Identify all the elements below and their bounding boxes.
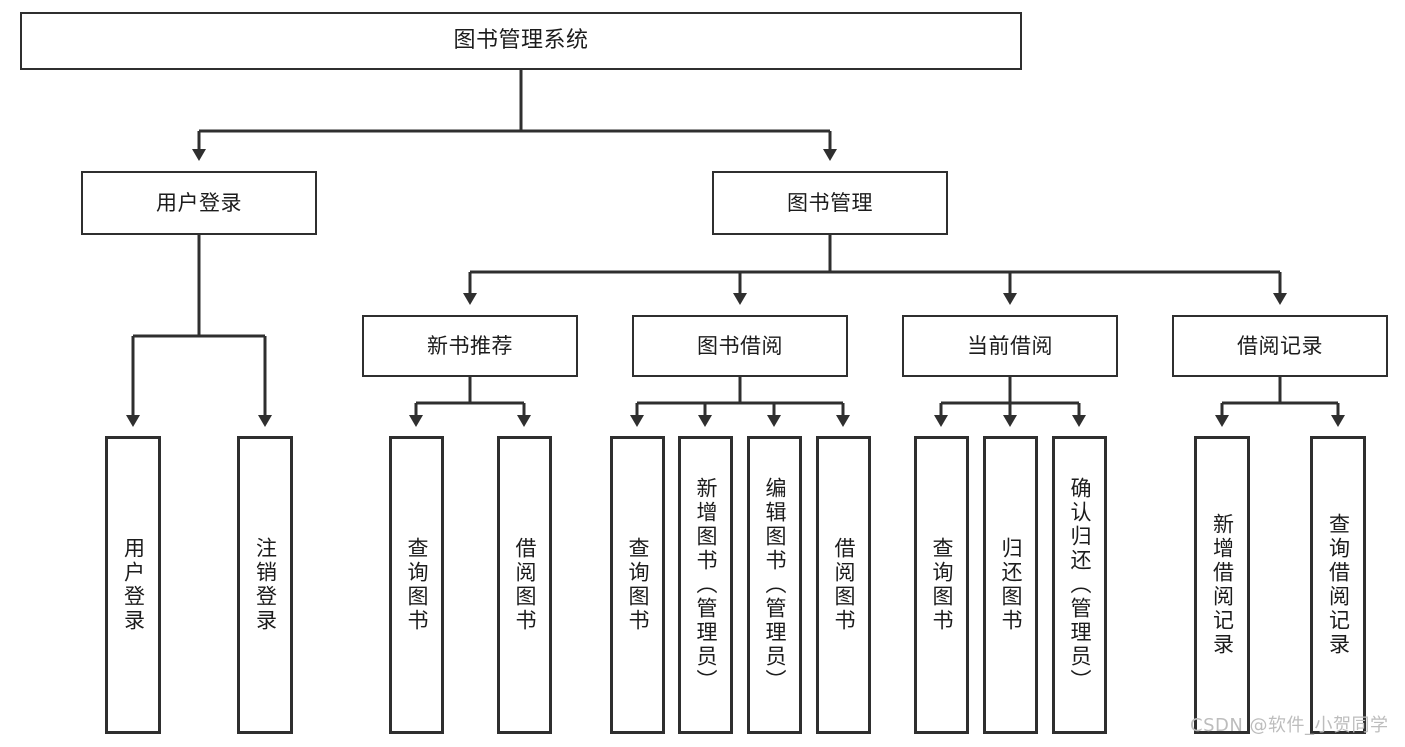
leaf-new-book-1[interactable]: 借阅图书 xyxy=(497,436,552,734)
leaf-current-borrow-1[interactable]: 归还图书 xyxy=(983,436,1038,734)
node-label: 借阅记录 xyxy=(1237,333,1323,358)
node-new-book-recommend[interactable]: 新书推荐 xyxy=(362,315,578,377)
node-book-borrow[interactable]: 图书借阅 xyxy=(632,315,848,377)
node-label: 新增图书（管理员） xyxy=(694,477,718,693)
leaf-borrow-record-1[interactable]: 查询借阅记录 xyxy=(1310,436,1366,734)
node-label: 查询图书 xyxy=(626,537,650,633)
node-label: 确认归还（管理员） xyxy=(1068,477,1092,693)
node-label: 当前借阅 xyxy=(967,333,1053,358)
node-label: 用户登录 xyxy=(156,190,242,215)
leaf-borrow-record-0[interactable]: 新增借阅记录 xyxy=(1194,436,1250,734)
node-label: 图书管理系统 xyxy=(453,28,589,54)
node-label: 注销登录 xyxy=(253,537,278,633)
node-root-book-management-system[interactable]: 图书管理系统 xyxy=(20,12,1022,70)
node-label: 归还图书 xyxy=(999,537,1023,633)
leaf-current-borrow-0[interactable]: 查询图书 xyxy=(914,436,969,734)
node-label: 查询图书 xyxy=(930,537,954,633)
node-label: 图书管理 xyxy=(787,190,873,215)
node-label: 新书推荐 xyxy=(427,333,513,358)
leaf-user-login-1[interactable]: 注销登录 xyxy=(237,436,293,734)
leaf-book-borrow-0[interactable]: 查询图书 xyxy=(610,436,665,734)
leaf-user-login-0[interactable]: 用户登录 xyxy=(105,436,161,734)
node-label: 用户登录 xyxy=(121,537,146,633)
node-label: 图书借阅 xyxy=(697,333,783,358)
node-label: 借阅图书 xyxy=(513,537,537,633)
node-user-login[interactable]: 用户登录 xyxy=(81,171,317,235)
node-book-management[interactable]: 图书管理 xyxy=(712,171,948,235)
node-current-borrow[interactable]: 当前借阅 xyxy=(902,315,1118,377)
node-label: 查询图书 xyxy=(405,537,429,633)
leaf-current-borrow-2[interactable]: 确认归还（管理员） xyxy=(1052,436,1107,734)
node-label: 新增借阅记录 xyxy=(1210,513,1235,657)
leaf-book-borrow-1[interactable]: 新增图书（管理员） xyxy=(678,436,733,734)
leaf-book-borrow-2[interactable]: 编辑图书（管理员） xyxy=(747,436,802,734)
node-borrow-record[interactable]: 借阅记录 xyxy=(1172,315,1388,377)
leaf-book-borrow-3[interactable]: 借阅图书 xyxy=(816,436,871,734)
leaf-new-book-0[interactable]: 查询图书 xyxy=(389,436,444,734)
node-label: 编辑图书（管理员） xyxy=(763,477,787,693)
node-label: 借阅图书 xyxy=(832,537,856,633)
node-label: 查询借阅记录 xyxy=(1326,513,1351,657)
